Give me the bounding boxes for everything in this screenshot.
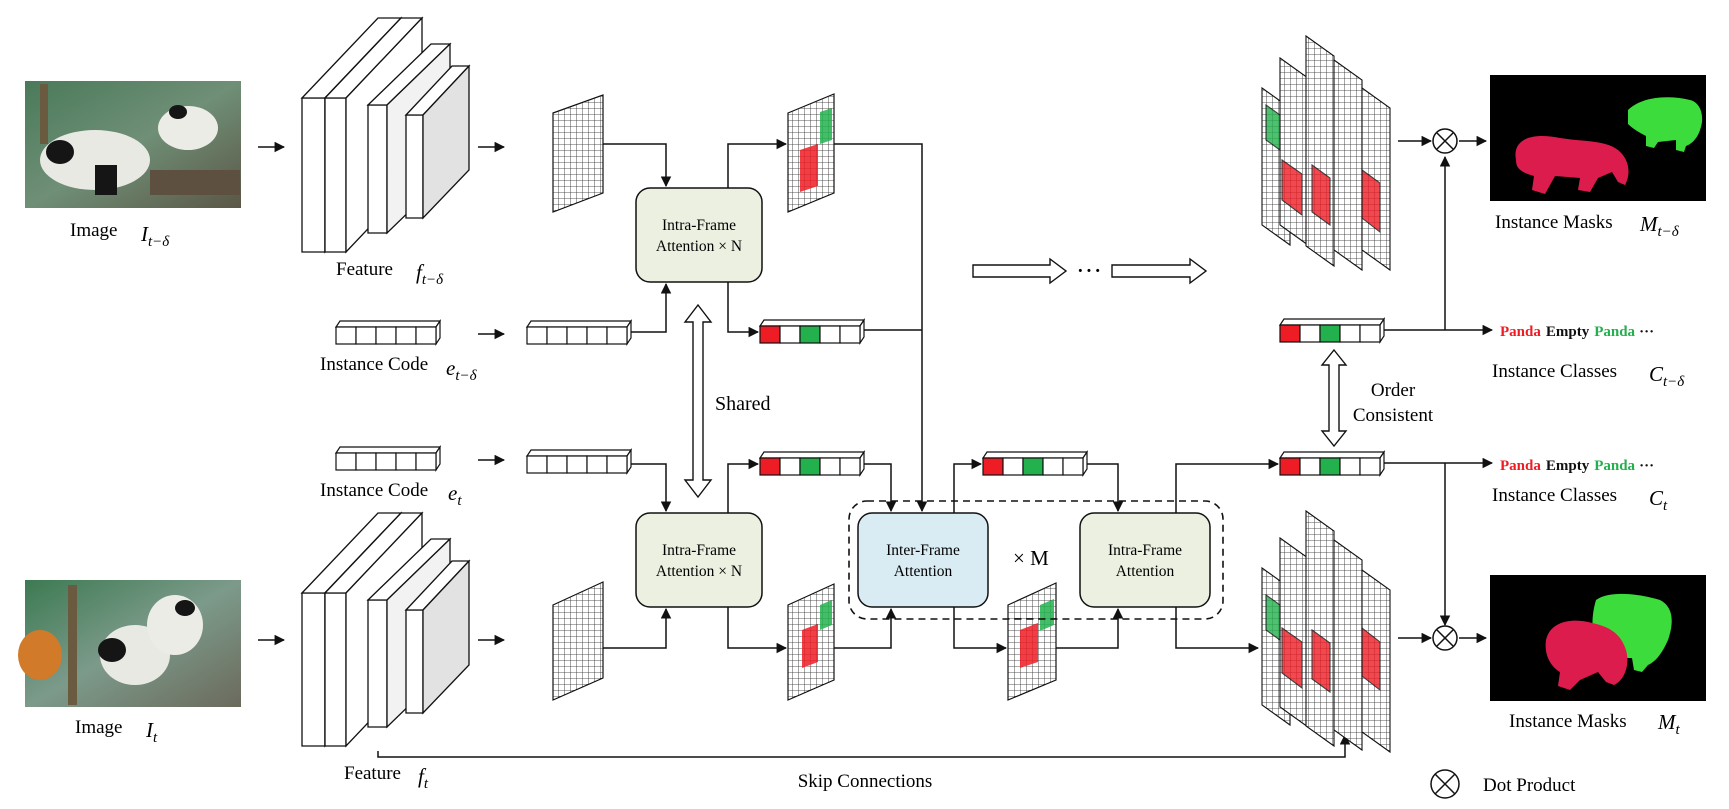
connectors <box>377 135 1494 758</box>
intra-frame-attention-bottom <box>635 512 763 608</box>
image-symbol-top: It−δ <box>140 222 170 250</box>
ellipsis: ··· <box>1076 256 1102 285</box>
shared-double-arrow <box>683 303 713 499</box>
mask-volume-top <box>1261 34 1391 272</box>
class-strip-right-top <box>1278 317 1386 344</box>
code-label-top: Instance Code <box>320 354 428 375</box>
feature-symbol-bottom: ft <box>418 764 429 792</box>
intra-frame-attention-inner <box>1079 512 1211 608</box>
feature-stack-top <box>300 16 471 254</box>
feature-grid-bottom <box>552 581 604 701</box>
dot-product-legend-icon <box>1430 769 1460 799</box>
mask-label-bottom: Instance Masks <box>1509 711 1627 732</box>
feature-label-top: Feature <box>336 259 393 280</box>
intra-attn-bottom-line1: Intra-Frame <box>662 542 736 559</box>
inter-attn-line2: Attention <box>894 563 953 580</box>
feature-symbol-top: ft−δ <box>416 260 444 288</box>
code-symbol-bottom: et <box>448 481 462 509</box>
mask-label-top: Instance Masks <box>1495 212 1613 233</box>
feature-label-bottom: Feature <box>344 763 401 784</box>
class-strip-middle <box>981 450 1089 477</box>
intra-attn-inner-line2: Attention <box>1116 563 1175 580</box>
code-symbol-top: et−δ <box>446 356 478 384</box>
class-label-bottom: Instance Classes <box>1492 485 1617 506</box>
skip-connections-label: Skip Connections <box>798 771 933 792</box>
code-strip-in-bottom <box>525 448 633 475</box>
code-label-bottom: Instance Code <box>320 480 428 501</box>
instance-mask-top <box>1490 75 1706 201</box>
instance-code-bottom <box>334 445 442 472</box>
mask-symbol-bottom: Mt <box>1657 710 1681 738</box>
output-grid-top <box>787 93 835 213</box>
shared-label: Shared <box>715 393 771 415</box>
intra-frame-attention-top <box>635 187 763 283</box>
order-double-arrow <box>1320 348 1348 448</box>
class-strip-top <box>758 318 866 345</box>
input-image-bottom <box>18 580 241 707</box>
class-strip-bottom <box>758 450 866 477</box>
dot-product-icon-bottom <box>1432 625 1458 651</box>
output-grid-bottom <box>787 583 835 701</box>
intra-attn-bottom-line2: Attention × N <box>656 563 742 580</box>
image-label-top: Image <box>70 220 117 241</box>
inter-frame-attention <box>857 512 989 608</box>
class-strip-right-bottom <box>1278 450 1386 477</box>
class-symbol-top: Ct−δ <box>1649 362 1685 390</box>
propagation-arrows <box>972 257 1208 285</box>
feature-grid-top <box>552 94 604 213</box>
dot-product-icon-top <box>1432 128 1458 154</box>
instance-code-top <box>334 319 442 346</box>
mask-volume-bottom <box>1261 509 1391 754</box>
inter-attn-line1: Inter-Frame <box>886 542 960 559</box>
image-label-bottom: Image <box>75 717 122 738</box>
order-label-line1: Order <box>1371 380 1416 401</box>
feature-stack-bottom <box>300 511 471 748</box>
mask-symbol-top: Mt−δ <box>1639 212 1680 240</box>
class-label-top: Instance Classes <box>1492 361 1617 382</box>
class-symbol-bottom: Ct <box>1649 486 1668 514</box>
input-image-top <box>25 81 241 208</box>
image-symbol-bottom: It <box>145 718 158 746</box>
inter-grid <box>1007 582 1057 701</box>
dot-product-legend-label: Dot Product <box>1483 775 1576 796</box>
order-label-line2: Consistent <box>1353 405 1434 426</box>
code-strip-in-top <box>525 319 633 346</box>
repeat-m-label: × M <box>1013 546 1049 570</box>
repeat-block-outline <box>848 500 1224 620</box>
instance-mask-bottom <box>1490 575 1706 701</box>
intra-attn-top-line1: Intra-Frame <box>662 217 736 234</box>
intra-attn-top-line2: Attention × N <box>656 238 742 255</box>
intra-attn-inner-line1: Intra-Frame <box>1108 542 1182 559</box>
